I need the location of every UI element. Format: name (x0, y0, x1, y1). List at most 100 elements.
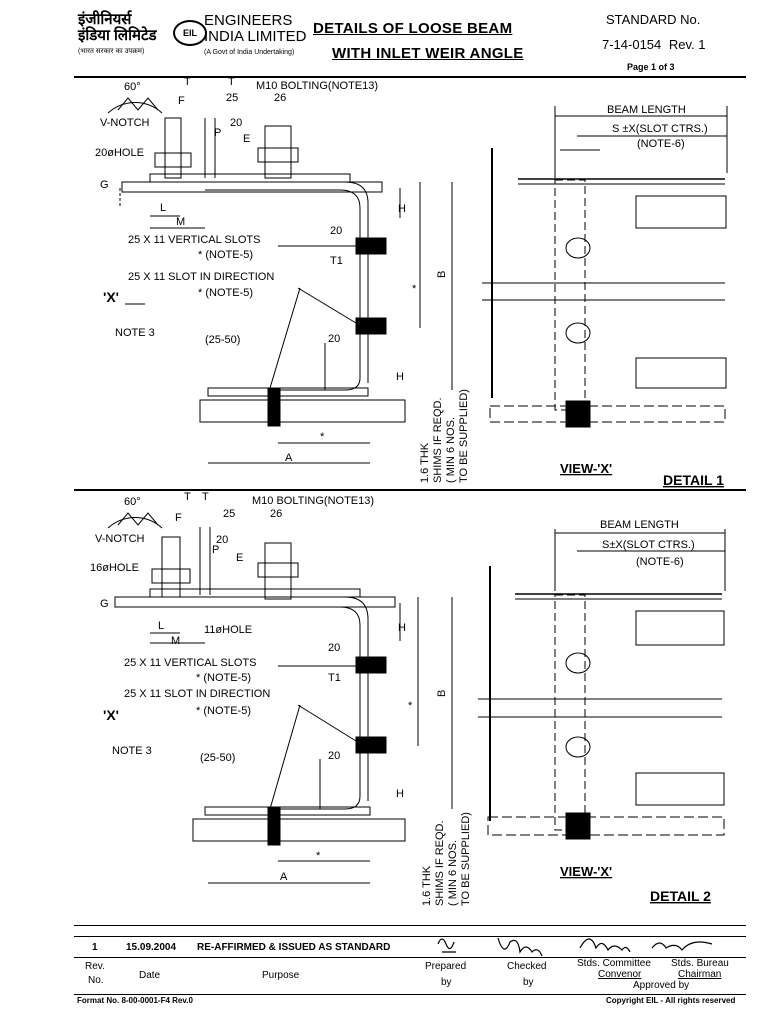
dim-E-2: E (236, 552, 243, 564)
hole-label-2: 16øHOLE (90, 562, 139, 574)
nut-right (257, 147, 299, 163)
signature-convenor (579, 938, 631, 953)
shims-line1: 1.6 THK (419, 442, 431, 483)
mid-rule (74, 489, 746, 491)
slot-1 (355, 237, 387, 255)
signatures (437, 937, 713, 957)
copyright: Copyright EIL - All rights reserved (606, 996, 736, 1005)
dim-20-upper: 20 (330, 225, 342, 237)
weir-angle (205, 189, 361, 391)
note5a-label: * (NOTE-5) (198, 249, 253, 261)
beam-length-label-2: BEAM LENGTH (600, 519, 679, 531)
weld-label: (25-50) (205, 334, 240, 346)
signature-prepared (437, 938, 456, 953)
view-x-label-2: VIEW-'X' (560, 864, 612, 879)
rev-cell: 1 (92, 942, 98, 953)
vertical-slots-label-2: 25 X 11 VERTICAL SLOTS (124, 657, 256, 669)
table-bottom-rule (74, 994, 746, 995)
bolt-left (164, 117, 182, 179)
detail-2-label: DETAIL 2 (650, 888, 711, 904)
table-headers: Rev. No. Date Purpose Prepared by Checke… (74, 957, 746, 993)
dim-26: 26 (274, 92, 286, 104)
header-rule (74, 76, 746, 78)
angle-label: 60° (124, 81, 141, 93)
dim-B: B (436, 271, 448, 278)
hole2-label-2: 11øHOLE (204, 624, 252, 636)
dim-P-2: P (212, 544, 219, 556)
header-convenor-2: Convenor (598, 969, 642, 980)
header-prepared-by: by (441, 977, 452, 988)
slot-2 (355, 317, 387, 335)
dim-H-bottom: H (396, 371, 404, 383)
slot-ctrs-label-2: S±X(SLOT CTRS.) (602, 539, 695, 551)
shims-line3: ( MIN 6 NOS. (445, 417, 457, 483)
note5b-label-2: * (NOTE-5) (196, 705, 251, 717)
signature-chairman (651, 941, 713, 951)
weld-label-2: (25-50) (200, 752, 235, 764)
company-en-line1: ENGINEERS (204, 12, 293, 29)
dim-E: E (243, 133, 250, 145)
company-en-sub: (A Govt of India Undertaking) (204, 49, 295, 56)
note6-label-2: (NOTE-6) (636, 556, 684, 568)
dim-T1: T1 (330, 255, 343, 267)
dim-M-2: M (171, 635, 180, 647)
dim-B-2: B (436, 690, 448, 697)
slot-ctrs-label: S ±X(SLOT CTRS.) (612, 123, 708, 135)
header-checked-by: by (523, 977, 534, 988)
shims-line3-2: ( MIN 6 NOS. (447, 840, 459, 906)
header-chairman-2: Chairman (678, 969, 722, 980)
dim-T-2: T (184, 491, 191, 503)
v-notch-profile (117, 97, 159, 111)
header-rev: Rev. (85, 961, 105, 972)
shims-line4: TO BE SUPPLIED) (458, 389, 470, 483)
dim-T-right: T (228, 78, 235, 88)
beam-length-label: BEAM LENGTH (607, 104, 686, 116)
drawing-title-line1: DETAILS OF LOOSE BEAM (313, 20, 513, 37)
vertical-slots-label: 25 X 11 VERTICAL SLOTS (128, 234, 260, 246)
company-english-name: ENGINEERS INDIA LIMITED (A Govt of India… (204, 13, 307, 61)
vnotch-label: V-NOTCH (100, 117, 150, 129)
bolt-right (264, 125, 292, 179)
dim-25: 25 (226, 92, 238, 104)
header-approved: Approved by (633, 980, 690, 991)
slot-hole-2 (565, 322, 591, 344)
header-purpose: Purpose (262, 970, 300, 981)
logo-text: EIL (182, 28, 197, 38)
arrow-x-label: 'X' (103, 289, 119, 305)
bolt-left-2 (161, 536, 181, 598)
bolting-label-2: M10 BOLTING(NOTE13) (252, 495, 374, 507)
dim-20-upper-2: 20 (328, 642, 340, 654)
dim-20-lower: 20 (328, 333, 340, 345)
dim-A: A (285, 452, 293, 464)
date-cell: 15.09.2004 (126, 942, 177, 953)
purpose-cell: RE-AFFIRMED & ISSUED AS STANDARD (197, 942, 391, 953)
dim-L-2: L (158, 620, 164, 632)
note3-label-2: NOTE 3 (112, 745, 152, 757)
detail-1-label: DETAIL 1 (663, 472, 724, 488)
bottom-beam (199, 399, 406, 423)
dim-H-top-2: H (398, 622, 406, 634)
dim-20-lower-2: 20 (328, 750, 340, 762)
dim-A-2: A (280, 871, 288, 883)
hole-label: 20øHOLE (95, 147, 144, 159)
shims-line4-2: TO BE SUPPLIED) (460, 812, 472, 906)
eil-logo: EIL (173, 20, 207, 46)
note5a-label-2: * (NOTE-5) (196, 672, 251, 684)
shims-line2-2: SHIMS IF REQD. (434, 820, 446, 906)
dim-G: G (100, 179, 109, 191)
header-no: No. (88, 975, 104, 986)
header-chairman-1: Stds. Bureau (671, 958, 729, 969)
vnotch-label-2: V-NOTCH (95, 533, 145, 545)
revision-row: 1 15.09.2004 RE-AFFIRMED & ISSUED AS STA… (74, 936, 746, 958)
dim-26-2: 26 (270, 508, 282, 520)
dim-H-top: H (398, 203, 406, 215)
shims-line1-2: 1.6 THK (421, 865, 433, 906)
dim-20: 20 (230, 117, 242, 129)
company-hindi-sub: (भारत सरकार का उपक्रम) (78, 48, 145, 55)
detail-2-drawing: 60° V-NOTCH 16øHOLE 11øHOLE M10 BOLTING(… (90, 491, 726, 906)
dim-20-2: 20 (216, 534, 228, 546)
standard-label: STANDARD No. (606, 12, 701, 27)
header-date: Date (139, 970, 161, 981)
standard-no: 7-14-0154 (602, 37, 662, 52)
bolt-right-2 (264, 542, 292, 600)
